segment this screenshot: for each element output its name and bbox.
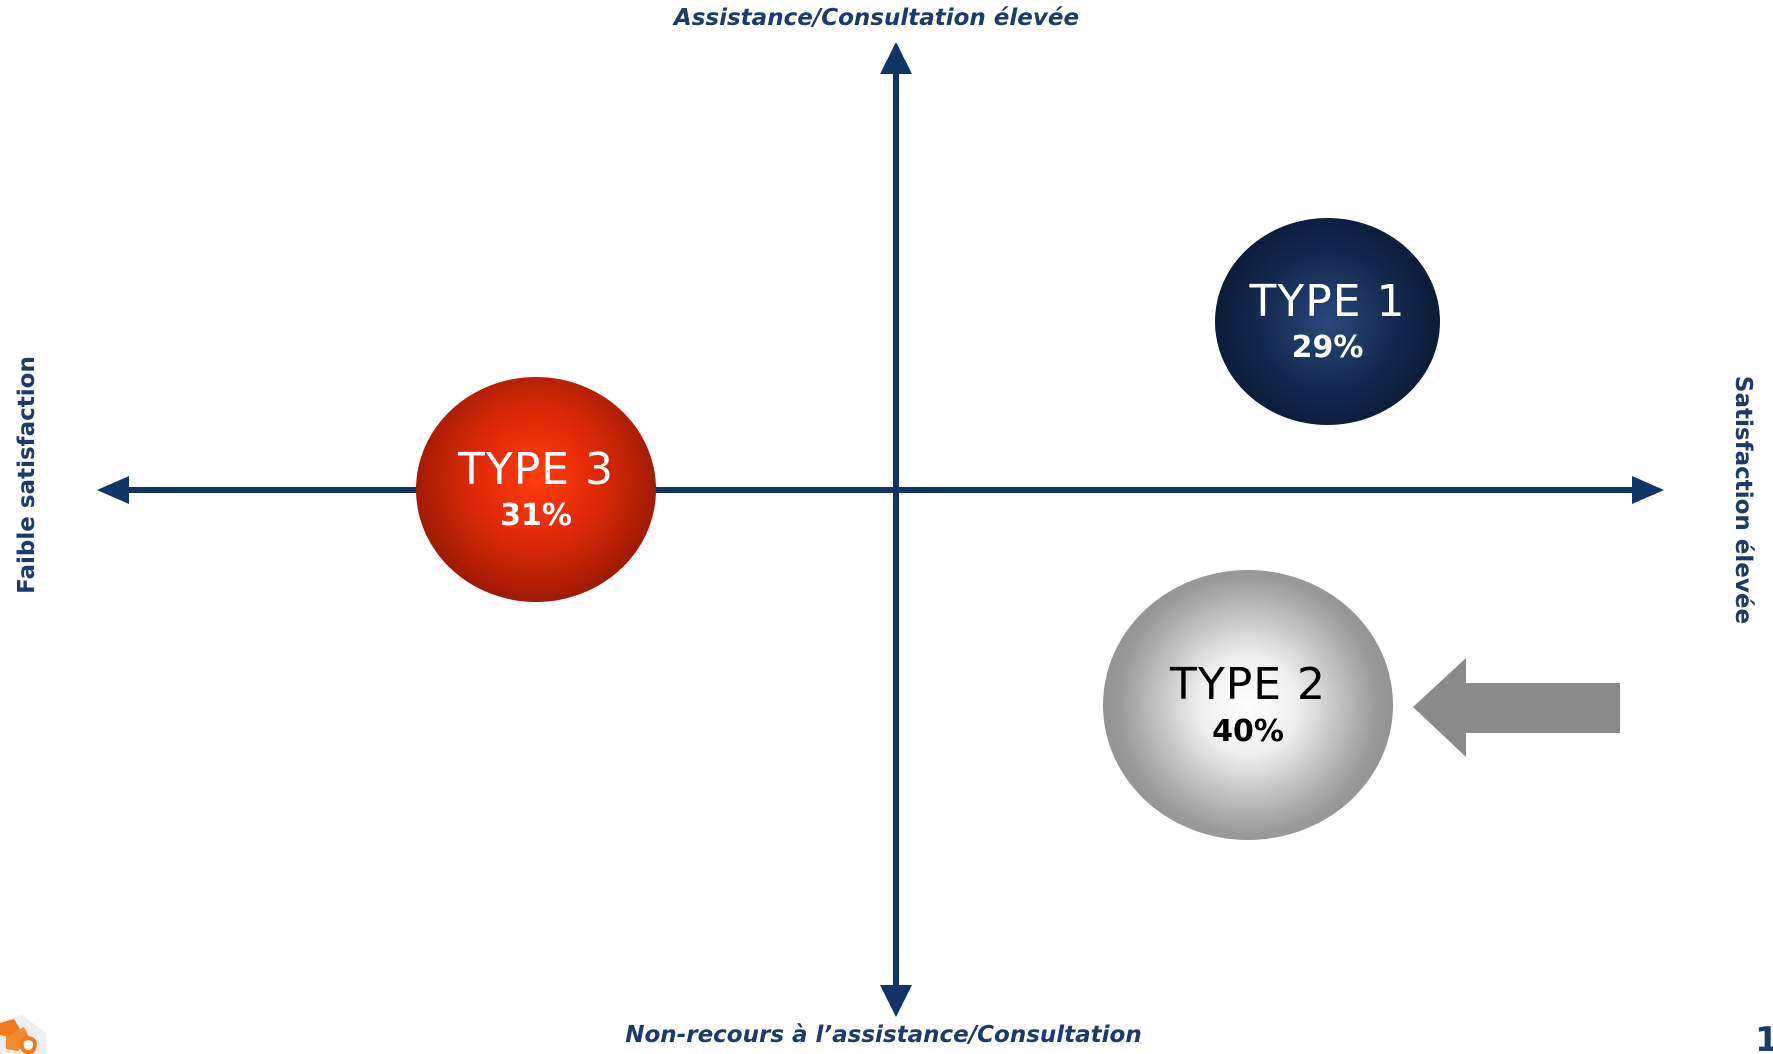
horizontal-axis-arrow-right [1632,476,1664,504]
axis-label-bottom: Non-recours à l’assistance/Consultation [625,1022,1142,1048]
axis-label-left: Faible satisfaction [14,356,40,594]
type-2-name: TYPE 2 [1169,659,1327,711]
axis-label-right: Satisfaction élevée [1730,375,1756,625]
type-1-bubble: TYPE 1 29% [1215,218,1440,425]
type-3-bubble: TYPE 3 31% [416,377,656,602]
horizontal-axis-arrow-left [97,476,129,504]
vertical-axis-arrow-up [880,42,912,74]
type-1-name: TYPE 1 [1249,275,1406,327]
type-2-percent: 40% [1212,713,1284,749]
axis-label-top: Assistance/Consultation élevée [673,5,1080,31]
type-3-name: TYPE 3 [457,443,615,495]
type-2-bubble: TYPE 2 40% [1103,570,1393,840]
vertical-axis-arrow-down [880,985,912,1017]
company-logo-icon [0,1015,46,1054]
type-3-percent: 31% [500,498,572,534]
page-number: 1 [1755,1020,1773,1054]
type-1-percent: 29% [1291,330,1364,366]
